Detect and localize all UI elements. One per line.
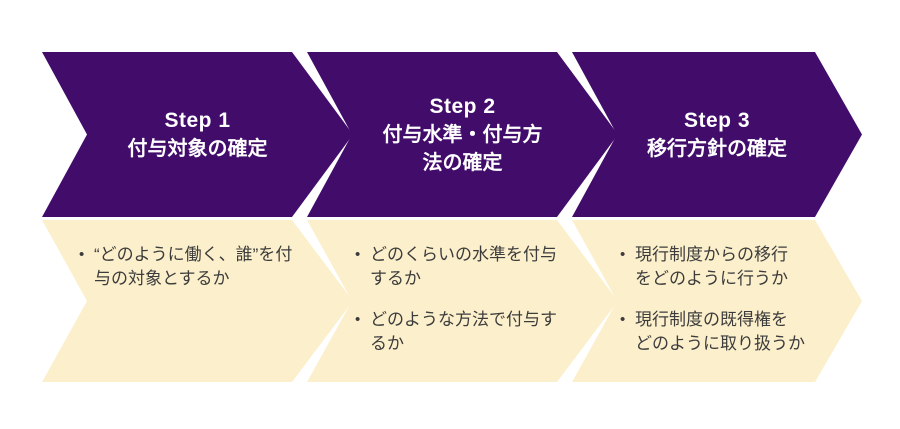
step-3-subtitle: 移行方針の確定 (647, 137, 787, 160)
step-3-bullet-list: 現行制度からの移行 をどのように行うか 現行制度の既得権を どのように取り扱うか (572, 243, 854, 356)
step-3-header-chevron: Step 3 移行方針の確定 (572, 52, 862, 217)
bullet-item: 現行制度からの移行 をどのように行うか (620, 243, 854, 291)
step-3-body-chevron: 現行制度からの移行 をどのように行うか 現行制度の既得権を どのように取り扱うか (572, 220, 862, 382)
step-2-header-chevron: Step 2 付与水準・付与方 法の確定 (307, 52, 618, 217)
step-1-body-chevron: “どのように働く、誰”を付 与の対象とするか (42, 220, 353, 382)
step-1: Step 1 付与対象の確定 “どのように働く、誰”を付 与の対象とするか (42, 52, 353, 382)
step-1-subtitle: 付与対象の確定 (127, 137, 268, 160)
step-2-subtitle: 付与水準・付与方 法の確定 (382, 123, 543, 174)
step-2-title: Step 2 (429, 94, 496, 118)
step-1-title: Step 1 (164, 108, 231, 132)
bullet-item: どのような方法で付与す るか (355, 308, 610, 356)
step-3: Step 3 移行方針の確定 現行制度からの移行 をどのように行うか 現行制度の… (572, 52, 862, 382)
step-1-header-chevron: Step 1 付与対象の確定 (42, 52, 353, 217)
step-3-title: Step 3 (683, 108, 751, 132)
bullet-item: 現行制度の既得権を どのように取り扱うか (620, 308, 854, 356)
bullet-item: “どのように働く、誰”を付 与の対象とするか (79, 243, 345, 291)
bullet-item: どのくらいの水準を付与 するか (355, 243, 610, 291)
step-2: Step 2 付与水準・付与方 法の確定 どのくらいの水準を付与 するか どのよ… (307, 52, 618, 382)
step-1-bullet-list: “どのように働く、誰”を付 与の対象とするか (42, 243, 345, 291)
step-2-bullet-list: どのくらいの水準を付与 するか どのような方法で付与す るか (307, 243, 610, 356)
step-2-body-chevron: どのくらいの水準を付与 するか どのような方法で付与す るか (307, 220, 618, 382)
